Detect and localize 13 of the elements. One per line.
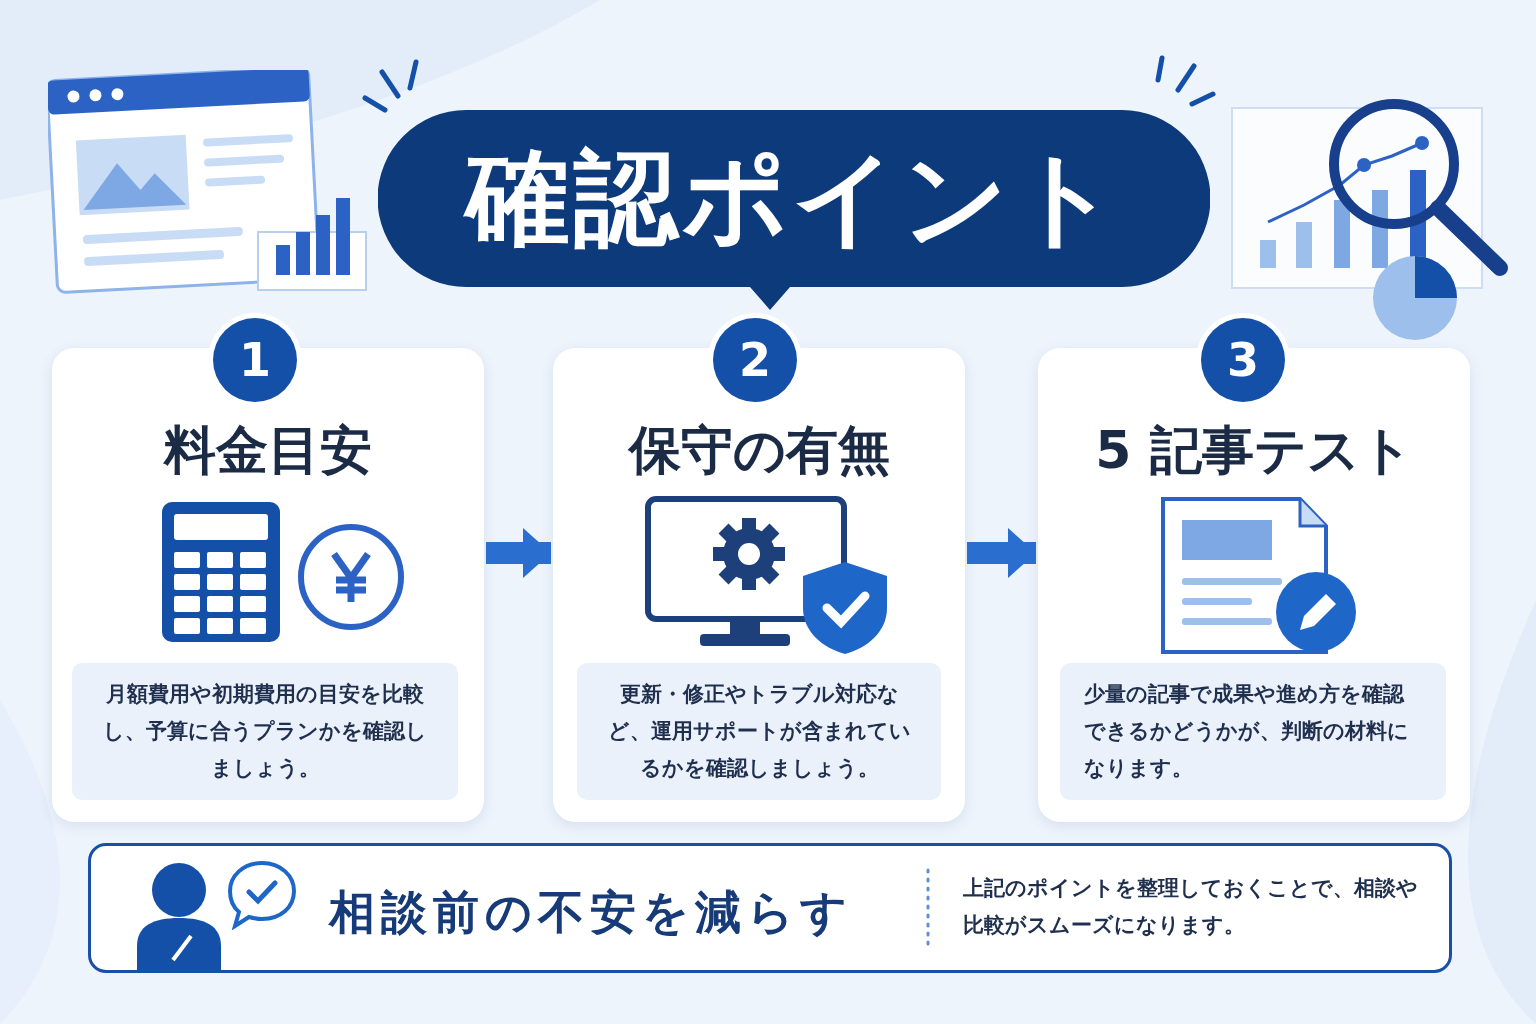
- title-text: 確認ポイント: [378, 144, 1210, 254]
- summary-heading: 相談前の不安を減らす: [329, 884, 853, 941]
- description-text: 更新・修正やトラブル対応など、運用サポートが含まれているかを確認しましょう。: [606, 681, 912, 782]
- step-heading: 保守の有無: [627, 419, 891, 482]
- step-heading: 5 記事テスト: [1094, 419, 1414, 482]
- arrow: [967, 528, 1036, 578]
- description-text: 月額費用や初期費用の目安を比較し、予算に合うプランかを確認しましょう。: [102, 681, 428, 782]
- description-text: 少量の記事で成果や進め方を確認できるかどうかが、判断の材料になります。: [1084, 681, 1410, 782]
- summary-banner: [88, 843, 1452, 973]
- title-speech-bubble: [378, 110, 1210, 310]
- summary-text: 上記のポイントを整理しておくことで、相談や比較がスムーズになります。: [963, 875, 1419, 939]
- arrow: [486, 528, 551, 578]
- step-heading: 料金目安: [162, 419, 373, 482]
